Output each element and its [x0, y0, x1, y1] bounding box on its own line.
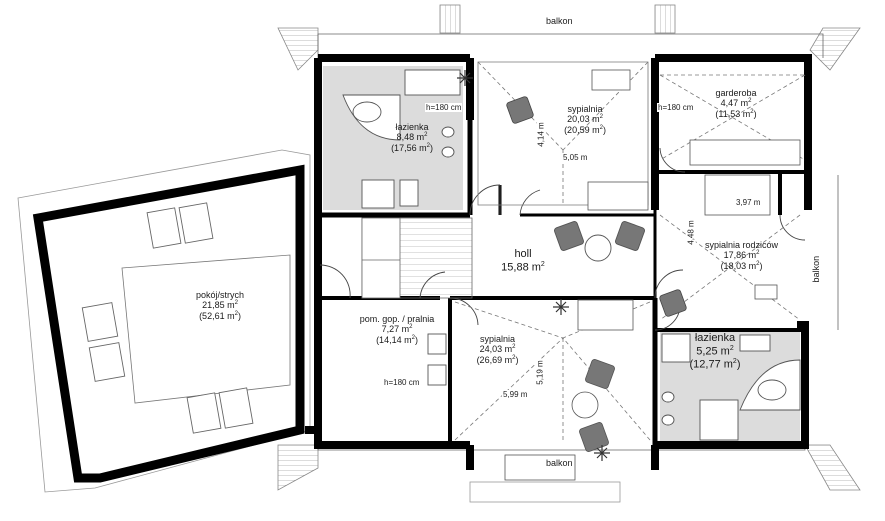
room-attic-area: 21,85 m2: [202, 300, 238, 311]
room-master-total: (18,03 m2): [720, 260, 763, 271]
armchairs: [506, 96, 687, 317]
room-bed-bottom-total: (26,69 m2): [476, 354, 519, 365]
interior-walls: [318, 58, 810, 445]
room-hall-label: holl 15,88 m2: [488, 248, 558, 274]
room-bed-bottom-label: sypialnia 24,03 m2 (26,69 m2): [460, 334, 535, 365]
dim-bath-height: h=180 cm: [425, 103, 463, 112]
hall-furniture: [554, 221, 645, 262]
dim-bed-top-width: 5,05 m: [562, 153, 589, 162]
dim-utility-height: h=180 cm: [383, 378, 421, 387]
room-bed-top-name: sypialnia: [567, 104, 603, 114]
balcony-right-label: balkon: [811, 255, 822, 283]
dim-bed-bottom-width: 5,99 m: [502, 390, 529, 399]
room-bath-top-name: łazienka: [395, 122, 429, 132]
bedroom-bottom: [454, 299, 651, 481]
room-bath-bottom-label: łazienka 5,25 m2 (12,77 m2): [675, 332, 755, 371]
room-bath-top-label: łazienka 8,48 m2 (17,56 m2): [372, 122, 452, 153]
attic-skylights: [81, 202, 254, 434]
bath-bottom-fixtures: [661, 333, 801, 441]
room-bath-bottom-area: 5,25 m2: [696, 344, 734, 358]
balcony-bottom-label: balkon: [546, 458, 573, 468]
room-wardrobe-label: garderoba 4,47 m2 (11,53 m2): [696, 88, 776, 119]
dim-master-width: 3,97 m: [735, 198, 762, 207]
dim-wardrobe-height: h=180 cm: [657, 103, 695, 112]
room-wardrobe-name: garderoba: [715, 88, 757, 98]
balcony-top-label: balkon: [546, 16, 573, 26]
room-master-area: 17,86 m2: [723, 250, 760, 261]
room-bed-top-total: (20,59 m2): [564, 124, 606, 135]
roof-eaves: [17, 4, 861, 503]
room-bed-top-area: 20,03 m2: [567, 114, 603, 125]
utility-fixtures: [427, 333, 447, 386]
room-bath-top-area: 8,48 m2: [396, 132, 428, 143]
plants: [457, 70, 610, 461]
room-master-name: sypialnia rodziców: [704, 240, 779, 250]
bedroom-top: [477, 61, 649, 211]
room-bed-top-label: sypialnia 20,03 m2 (20,59 m2): [545, 104, 625, 135]
dim-master-depth: 4,48 m: [686, 219, 696, 246]
room-attic-label: pokój/strych 21,85 m2 (52,61 m2): [180, 290, 260, 321]
room-attic-name: pokój/strych: [195, 290, 245, 300]
room-bath-top-total: (17,56 m2): [391, 142, 433, 153]
room-utility-area: 7,27 m2: [381, 324, 413, 335]
room-hall-name: holl: [514, 248, 532, 260]
room-bed-bottom-area: 24,03 m2: [479, 344, 516, 355]
room-wardrobe-area: 4,47 m2: [720, 98, 752, 109]
master-bedroom: [659, 174, 801, 321]
room-master-label: sypialnia rodziców 17,86 m2 (18,03 m2): [694, 240, 789, 271]
room-utility-total: (14,14 m2): [376, 334, 418, 345]
attic-room: [32, 164, 305, 483]
bath-top-fixtures: [342, 69, 461, 209]
room-bath-bottom-total: (12,77 m2): [689, 357, 741, 371]
wardrobe: [659, 74, 806, 166]
room-bed-bottom-name: sypialnia: [479, 334, 516, 344]
room-utility-label: pom. gop. / pralnia 7,27 m2 (14,14 m2): [352, 314, 442, 345]
room-utility-name: pom. gop. / pralnia: [359, 314, 435, 324]
stairs: [361, 217, 473, 299]
room-bath-bottom-name: łazienka: [694, 332, 736, 344]
dim-bed-top-depth: 4,14 m: [536, 121, 546, 148]
room-hall-area: 15,88 m2: [501, 260, 545, 274]
room-wardrobe-total: (11,53 m2): [715, 108, 757, 119]
room-attic-total: (52,61 m2): [199, 310, 241, 321]
dim-bed-bottom-depth: 5,19 m: [535, 359, 545, 386]
